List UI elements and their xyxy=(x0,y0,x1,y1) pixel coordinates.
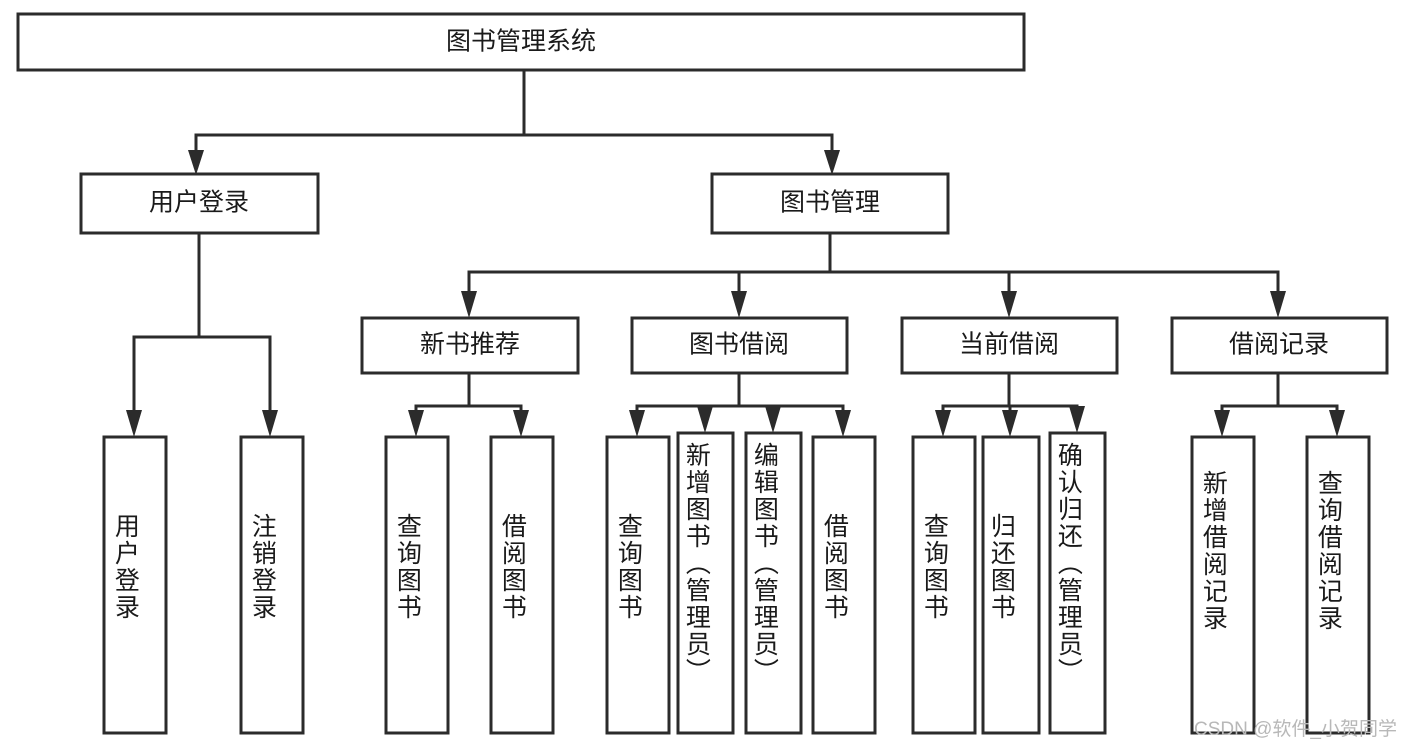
arrow-head-leaf-query-book-3 xyxy=(935,410,951,437)
node-book-management[interactable]: 图书管理 xyxy=(710,172,950,235)
leaf-borrow-book-newbook[interactable]: 借阅图书 xyxy=(489,435,555,735)
leaf-query-book-newbook-box[interactable] xyxy=(384,435,450,735)
leaf-return-book[interactable]: 归还图书 xyxy=(981,435,1041,735)
node-user-login-label: 用户登录 xyxy=(149,189,249,217)
leaf-borrow-book-newbook-box[interactable] xyxy=(489,435,555,735)
leaf-add-book-admin-box[interactable] xyxy=(676,431,735,735)
arrow-head-leaf-query-book-1 xyxy=(408,410,424,437)
leaf-query-book-borrow-box[interactable] xyxy=(605,435,671,735)
leaf-query-book-current[interactable]: 查询图书 xyxy=(911,435,977,735)
arrow-head-leaf-add-book xyxy=(697,406,713,433)
arrow-head-userlogin xyxy=(188,150,204,175)
leaf-edit-book-admin[interactable]: 编辑图书（管理员） xyxy=(744,431,803,735)
leaf-confirm-return-admin-label: 确认归还（管理员） xyxy=(1054,442,1083,685)
leaf-user-login-label: 用户登录 xyxy=(111,513,140,621)
node-root-system-label: 图书管理系统 xyxy=(446,28,596,56)
arrow-head-leaf-add-record xyxy=(1214,410,1230,437)
node-root-system[interactable]: 图书管理系统 xyxy=(16,12,1026,72)
node-borrow-record-box[interactable] xyxy=(1170,316,1389,375)
leaf-query-book-current-label: 查询图书 xyxy=(920,513,949,621)
leaf-return-book-box[interactable] xyxy=(981,435,1041,735)
node-book-borrow-label: 图书借阅 xyxy=(689,331,789,359)
arrow-head-bookmgmt xyxy=(824,150,840,175)
leaf-query-borrow-record-label: 查询借阅记录 xyxy=(1314,470,1343,632)
arrow-head-leaf-return-book xyxy=(1002,410,1018,437)
node-current-borrow[interactable]: 当前借阅 xyxy=(900,316,1119,375)
leaf-user-login-box[interactable] xyxy=(102,435,168,735)
arrow-head-current xyxy=(1001,291,1017,318)
node-book-management-box[interactable] xyxy=(710,172,950,235)
leaf-add-borrow-record[interactable]: 新增借阅记录 xyxy=(1190,435,1256,735)
node-user-login[interactable]: 用户登录 xyxy=(79,172,320,235)
leaf-add-book-admin-label: 新增图书（管理员） xyxy=(682,442,711,685)
leaf-logout-box[interactable] xyxy=(239,435,305,735)
arrow-head-leaf-query-book-2 xyxy=(629,410,645,437)
leaf-query-book-borrow-label: 查询图书 xyxy=(614,513,643,621)
leaf-query-book-current-box[interactable] xyxy=(911,435,977,735)
node-root-system-box[interactable] xyxy=(16,12,1026,72)
leaf-borrow-book-borrow[interactable]: 借阅图书 xyxy=(811,435,877,735)
leaf-edit-book-admin-box[interactable] xyxy=(744,431,803,735)
leaf-query-book-newbook[interactable]: 查询图书 xyxy=(384,435,450,735)
leaf-confirm-return-admin-box[interactable] xyxy=(1048,431,1107,735)
node-new-book-recommend-box[interactable] xyxy=(360,316,580,375)
arrow-head-leaf-edit-book xyxy=(765,406,781,433)
leaf-query-borrow-record-box[interactable] xyxy=(1305,435,1371,735)
arrow-head-leaf-borrow-book-2 xyxy=(835,410,851,437)
arrow-head-leaf-user-login xyxy=(126,410,142,437)
arrow-head-leaf-logout xyxy=(262,410,278,437)
leaf-add-book-admin[interactable]: 新增图书（管理员） xyxy=(676,431,735,735)
node-current-borrow-label: 当前借阅 xyxy=(959,331,1059,359)
leaf-add-borrow-record-box[interactable] xyxy=(1190,435,1256,735)
leaf-query-book-newbook-label: 查询图书 xyxy=(393,513,422,621)
leaf-user-login[interactable]: 用户登录 xyxy=(102,435,168,735)
node-current-borrow-box[interactable] xyxy=(900,316,1119,375)
arrow-head-leaf-confirm-return xyxy=(1069,406,1085,433)
leaf-logout[interactable]: 注销登录 xyxy=(239,435,305,735)
node-borrow-record-label: 借阅记录 xyxy=(1229,331,1329,359)
arrow-head-leaf-query-record xyxy=(1329,410,1345,437)
connector-layer xyxy=(126,68,1345,437)
leaf-query-borrow-record[interactable]: 查询借阅记录 xyxy=(1305,435,1371,735)
leaf-query-book-borrow[interactable]: 查询图书 xyxy=(605,435,671,735)
leaf-add-borrow-record-label: 新增借阅记录 xyxy=(1199,470,1228,632)
node-book-borrow-box[interactable] xyxy=(630,316,849,375)
arrow-head-borrow xyxy=(731,291,747,318)
arrow-head-leaf-borrow-book-1 xyxy=(513,410,529,437)
leaf-borrow-book-borrow-box[interactable] xyxy=(811,435,877,735)
leaf-borrow-book-newbook-label: 借阅图书 xyxy=(498,513,527,621)
leaf-confirm-return-admin[interactable]: 确认归还（管理员） xyxy=(1048,431,1107,735)
leaf-return-book-label: 归还图书 xyxy=(987,513,1016,621)
node-borrow-record[interactable]: 借阅记录 xyxy=(1170,316,1389,375)
node-new-book-recommend[interactable]: 新书推荐 xyxy=(360,316,580,375)
leaf-borrow-book-borrow-label: 借阅图书 xyxy=(820,513,849,621)
arrow-head-newbook xyxy=(461,291,477,318)
arrow-head-record xyxy=(1270,291,1286,318)
node-user-login-box[interactable] xyxy=(79,172,320,235)
leaf-edit-book-admin-label: 编辑图书（管理员） xyxy=(750,442,779,685)
node-book-management-label: 图书管理 xyxy=(780,189,880,217)
node-book-borrow[interactable]: 图书借阅 xyxy=(630,316,849,375)
node-new-book-recommend-label: 新书推荐 xyxy=(420,331,520,359)
leaf-logout-label: 注销登录 xyxy=(248,513,277,621)
